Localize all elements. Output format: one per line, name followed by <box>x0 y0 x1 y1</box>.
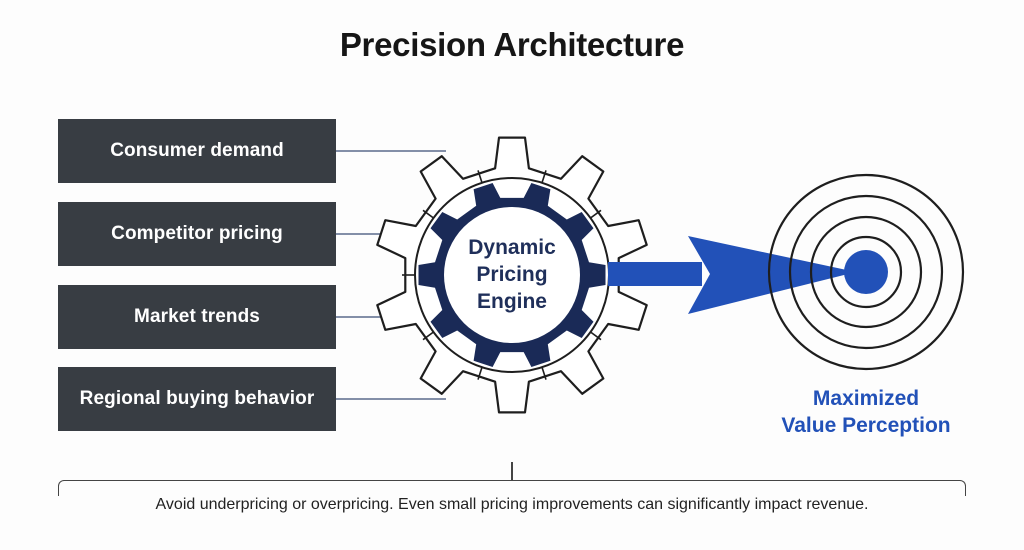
gear-spoke <box>541 170 547 183</box>
input-label: Regional buying behavior <box>79 388 315 409</box>
input-box-competitor-pricing: Competitor pricing <box>58 202 336 266</box>
arrow-icon <box>608 236 856 314</box>
input-label: Market trends <box>134 306 260 327</box>
page-title: Precision Architecture <box>339 26 685 63</box>
connector-lines <box>336 150 446 400</box>
footer-bracket <box>58 480 966 496</box>
arrow-shaft <box>608 262 702 286</box>
input-label: Competitor pricing <box>111 223 283 244</box>
gear-spoke <box>422 209 434 219</box>
gear-hub <box>444 207 580 343</box>
footer-bracket-tick <box>511 462 513 480</box>
gear-spoke <box>477 170 483 183</box>
target-icon <box>767 173 965 371</box>
gear-spoke <box>590 331 602 341</box>
gear-icon <box>376 136 648 414</box>
gear-spoke <box>590 209 602 219</box>
target-label: Maximized Value Perception <box>781 387 951 437</box>
input-label: Consumer demand <box>110 140 284 161</box>
gear-spoke <box>477 367 483 380</box>
target-bullseye <box>844 250 888 294</box>
target-ring-2 <box>809 215 923 329</box>
target-ring-3 <box>788 194 944 350</box>
footer-note: Avoid underpricing or overpricing. Even … <box>155 496 869 513</box>
arrow-head <box>688 236 856 314</box>
gear-spoke <box>541 367 547 380</box>
target-ring-1 <box>829 235 903 309</box>
input-box-market-trends: Market trends <box>58 285 336 349</box>
gear-spoke <box>422 331 434 341</box>
engine-label: Dynamic Pricing Engine <box>468 236 556 313</box>
target-ring-4 <box>767 173 965 371</box>
input-box-consumer-demand: Consumer demand <box>58 119 336 183</box>
input-box-regional-buying-behavior: Regional buying behavior <box>58 367 336 431</box>
